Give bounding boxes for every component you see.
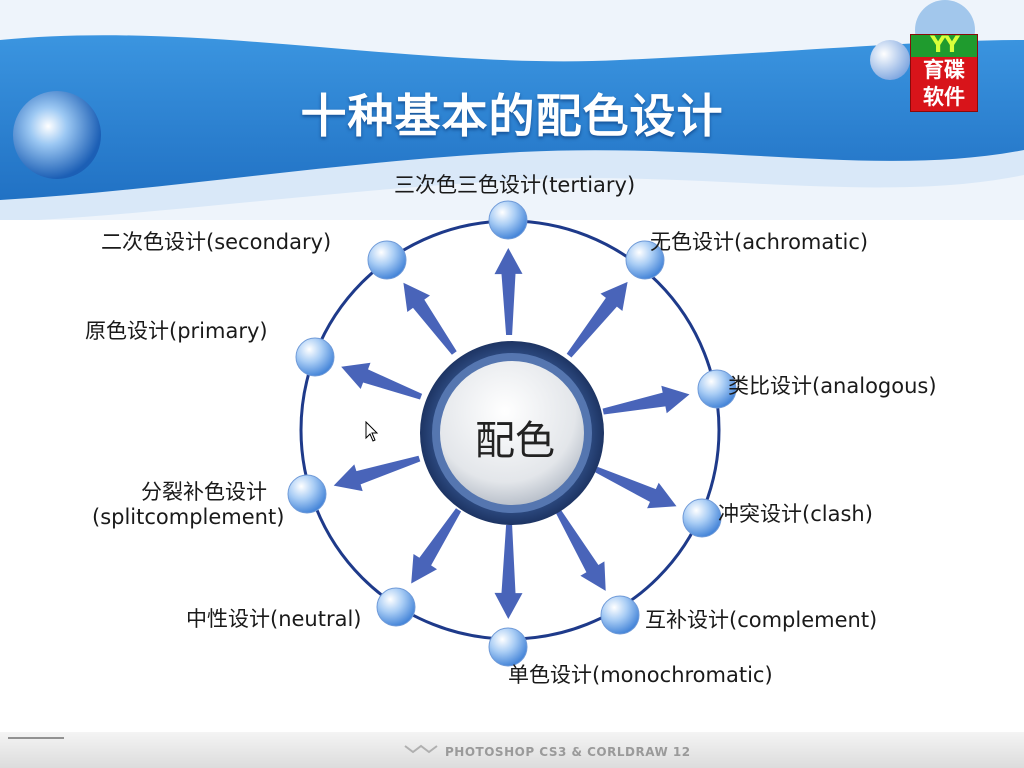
node-neutral: [376, 587, 416, 627]
brand-logo: YY 育碟 软件: [910, 34, 978, 112]
logo-line-1: 育碟: [923, 58, 965, 82]
node-tertiary: [488, 200, 528, 240]
arrow-secondary: [403, 282, 457, 355]
arrow-clash: [595, 466, 677, 509]
header-orb-decoration: [13, 91, 101, 179]
arrow-monochromatic: [494, 525, 523, 619]
nodes-group: [287, 200, 737, 667]
small-orb-decoration: [870, 40, 910, 80]
header-banner: [0, 0, 1024, 220]
label-complement: 互补设计(complement): [645, 608, 878, 632]
node-primary: [295, 337, 335, 377]
node-secondary: [367, 240, 407, 280]
label-secondary: 二次色设计(secondary): [101, 230, 332, 254]
footer-bar: [0, 732, 1024, 768]
label-neutral: 中性设计(neutral): [186, 607, 362, 631]
arrow-splitcomplement: [333, 455, 421, 492]
label-splitcomplement-2: (splitcomplement): [92, 505, 285, 529]
arrow-tertiary: [494, 248, 523, 335]
arrow-primary: [341, 362, 423, 400]
node-monochromatic: [488, 627, 528, 667]
node-clash: [682, 498, 722, 538]
footer-logo-icon: [404, 744, 438, 754]
label-tertiary: 三次色三色设计(tertiary): [394, 173, 636, 197]
label-primary: 原色设计(primary): [85, 319, 268, 343]
hub-center: [440, 361, 584, 505]
label-monochromatic: 单色设计(monochromatic): [508, 663, 773, 687]
mouse-cursor-icon: [365, 421, 379, 442]
label-analogous: 类比设计(analogous): [728, 374, 937, 398]
arrow-neutral: [411, 508, 462, 584]
node-splitcomplement: [287, 474, 327, 514]
label-splitcomplement-1: 分裂补色设计: [141, 480, 267, 504]
arrow-achromatic: [566, 281, 628, 358]
logo-mark: YY: [911, 35, 977, 57]
page-title: 十种基本的配色设计: [300, 89, 724, 143]
label-achromatic: 无色设计(achromatic): [650, 230, 869, 254]
center-label: 配色: [475, 418, 555, 464]
footer-text: PHOTOSHOP CS3 & CORLDRAW 12: [445, 745, 691, 759]
node-achromatic: [625, 240, 665, 280]
arrow-analogous: [602, 385, 690, 415]
label-clash: 冲突设计(clash): [718, 502, 873, 526]
arrow-complement: [556, 510, 606, 591]
node-complement: [600, 595, 640, 635]
node-analogous: [697, 369, 737, 409]
logo-line-2: 软件: [923, 85, 965, 109]
arrows-group: [333, 248, 690, 619]
